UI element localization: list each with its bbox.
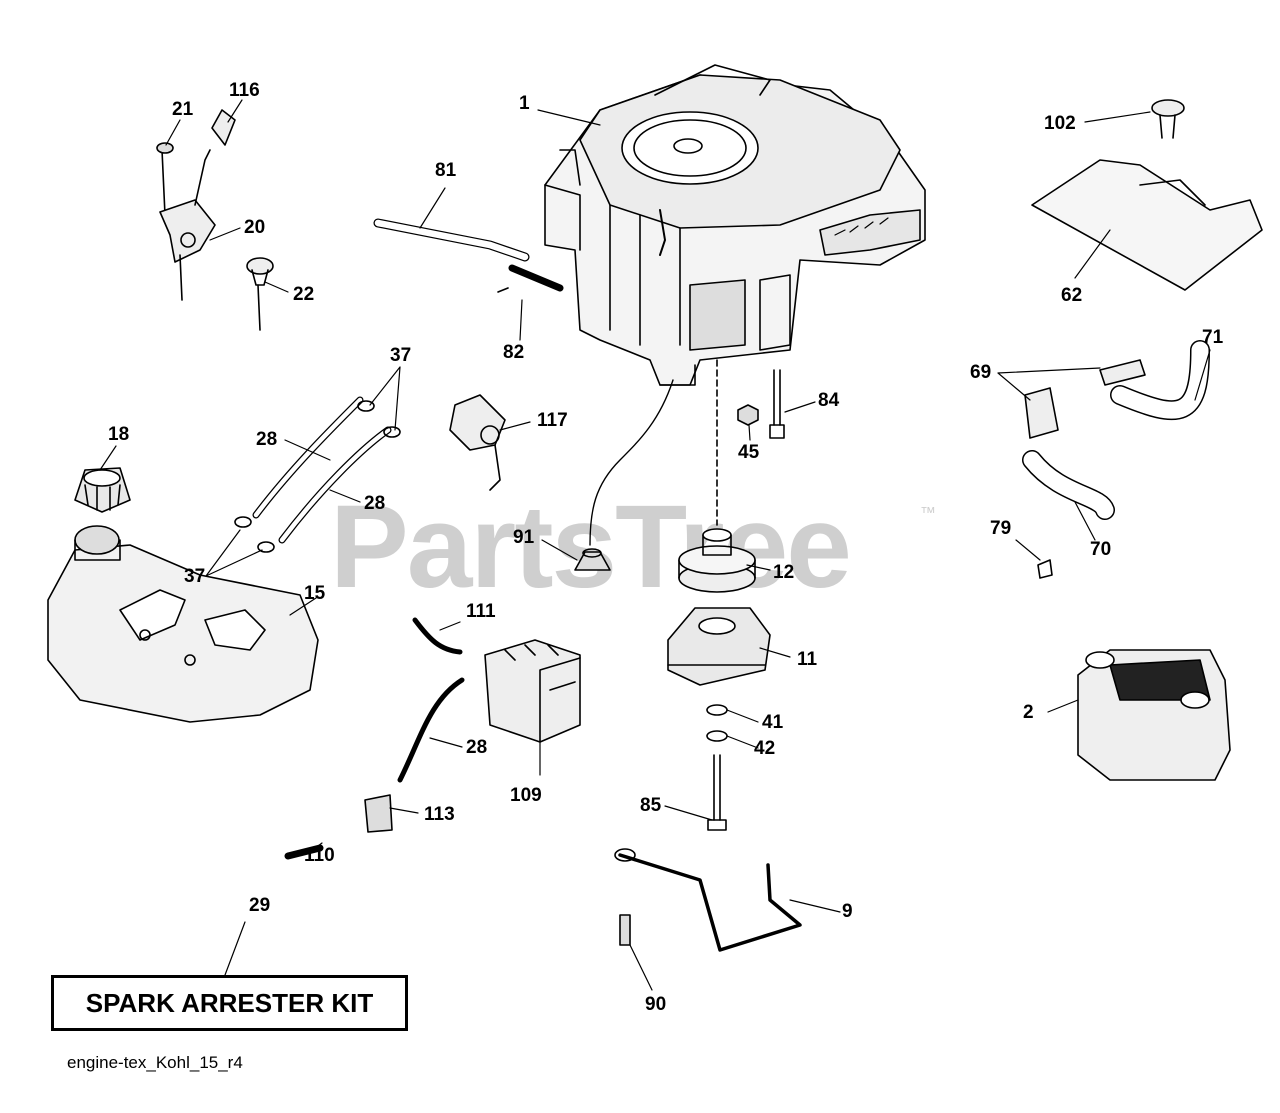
callout-85[interactable]: 85 [640, 795, 662, 816]
nut-bolt-45-84-drawing[interactable] [737, 369, 785, 439]
bolt-85-drawing[interactable] [707, 754, 727, 831]
air-filter-drawing[interactable] [484, 639, 581, 743]
callout-29[interactable]: 29 [249, 895, 271, 916]
callout-42[interactable]: 42 [754, 738, 776, 759]
knob-102-drawing[interactable] [1151, 99, 1185, 139]
fuel-cap-drawing[interactable] [74, 467, 131, 513]
callout-leader-lines [99, 99, 1211, 991]
pulley-drawing[interactable] [678, 528, 756, 593]
callout-102[interactable]: 102 [1044, 113, 1076, 134]
fuel-hoses-28-drawing[interactable] [234, 396, 401, 553]
trademark-symbol: ™ [920, 505, 936, 522]
bolt-90-drawing[interactable] [619, 914, 631, 946]
callout-41[interactable]: 41 [762, 712, 784, 733]
callout-91[interactable]: 91 [513, 527, 535, 548]
exhaust-pipes-drawing[interactable] [1022, 340, 1210, 520]
washer-42-drawing[interactable] [706, 730, 728, 742]
spark-arrester-kit-box[interactable]: SPARK ARRESTER KIT [51, 975, 408, 1031]
fuel-line-drawing [589, 379, 674, 546]
callout-117[interactable]: 117 [537, 410, 568, 431]
bushing-drawing[interactable] [574, 548, 611, 571]
muffler-drawing[interactable] [1077, 649, 1231, 781]
callout-84[interactable]: 84 [818, 390, 840, 411]
heat-shield-drawing[interactable] [1031, 159, 1263, 291]
fuel-valve-drawing[interactable] [449, 394, 506, 491]
callout-113[interactable]: 113 [424, 804, 455, 825]
lower-hose-drawing[interactable] [364, 677, 465, 833]
callout-21[interactable]: 21 [172, 99, 194, 120]
muffler-rod-drawing[interactable] [614, 848, 802, 952]
diagram-code: engine-tex_Kohl_15_r4 [67, 1053, 243, 1072]
callout-2[interactable]: 2 [1023, 702, 1034, 723]
washer-41-drawing[interactable] [706, 704, 728, 716]
parts-tree-watermark: PartsTree [330, 481, 852, 613]
fitting-110-drawing[interactable] [284, 844, 324, 860]
fuel-tank-drawing[interactable] [47, 525, 319, 723]
callout-109[interactable]: 109 [510, 785, 542, 806]
callout-28-lower[interactable]: 28 [466, 737, 488, 758]
callout-111[interactable]: 111 [466, 601, 496, 622]
callout-69[interactable]: 69 [970, 362, 992, 383]
throttle-control-drawing[interactable] [156, 109, 236, 301]
callout-9[interactable]: 9 [842, 901, 853, 922]
callout-15[interactable]: 15 [304, 583, 326, 604]
callout-22[interactable]: 22 [293, 284, 315, 305]
choke-knob-drawing[interactable] [246, 257, 274, 331]
callout-20[interactable]: 20 [244, 217, 266, 238]
callout-90[interactable]: 90 [645, 994, 667, 1015]
callout-28-upper[interactable]: 28 [256, 429, 278, 450]
pto-clutch-drawing[interactable] [667, 607, 771, 686]
callout-70[interactable]: 70 [1090, 539, 1112, 560]
callout-79[interactable]: 79 [990, 518, 1012, 539]
callout-37-lower[interactable]: 37 [184, 566, 206, 587]
callout-82[interactable]: 82 [503, 342, 525, 363]
callout-18[interactable]: 18 [108, 424, 130, 445]
callout-28-middle[interactable]: 28 [364, 493, 386, 514]
callout-37-upper[interactable]: 37 [390, 345, 412, 366]
fuel-hose-81-drawing[interactable] [373, 218, 564, 293]
hose-111-drawing[interactable] [412, 617, 463, 655]
callout-45[interactable]: 45 [738, 442, 760, 463]
callout-116[interactable]: 116 [229, 80, 260, 101]
callout-11[interactable]: 11 [797, 649, 818, 670]
callout-81[interactable]: 81 [435, 160, 457, 181]
callout-12[interactable]: 12 [773, 562, 795, 583]
callout-110[interactable]: 110 [304, 845, 335, 866]
screw-79-drawing[interactable] [1037, 559, 1053, 579]
engine-drawing[interactable] [544, 64, 926, 386]
callout-71[interactable]: 71 [1202, 327, 1224, 348]
callout-62[interactable]: 62 [1061, 285, 1083, 306]
callout-1[interactable]: 1 [519, 93, 530, 114]
